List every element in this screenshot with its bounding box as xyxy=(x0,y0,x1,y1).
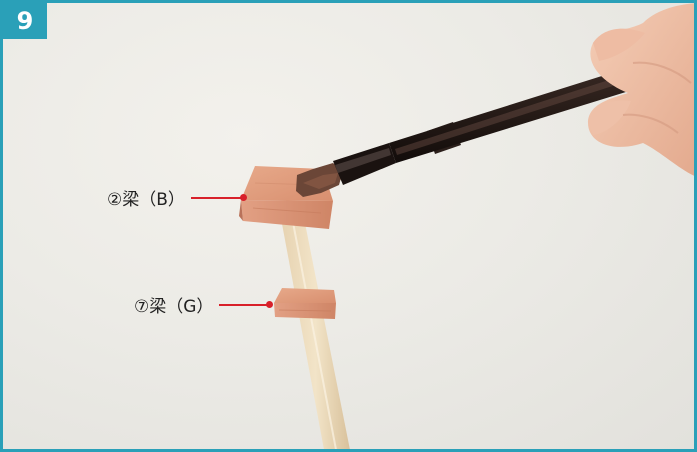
callout-dot-b xyxy=(239,194,247,201)
callout-line-b xyxy=(190,196,243,199)
step-number-badge: 9 xyxy=(3,3,47,39)
callout-dot-g xyxy=(266,301,274,308)
hand xyxy=(588,3,694,176)
photo-illustration xyxy=(239,3,694,449)
wooden-dowel xyxy=(280,213,350,449)
callout-beam-b: ②梁（B） xyxy=(107,185,247,210)
callout-beam-g: ⑦梁（G） xyxy=(134,292,274,317)
label-beam-g: ⑦梁（G） xyxy=(134,297,214,317)
beam-g-block xyxy=(274,288,336,319)
callout-line-g xyxy=(219,303,270,306)
label-beam-b: ②梁（B） xyxy=(107,190,185,210)
paint-brush xyxy=(296,63,655,197)
